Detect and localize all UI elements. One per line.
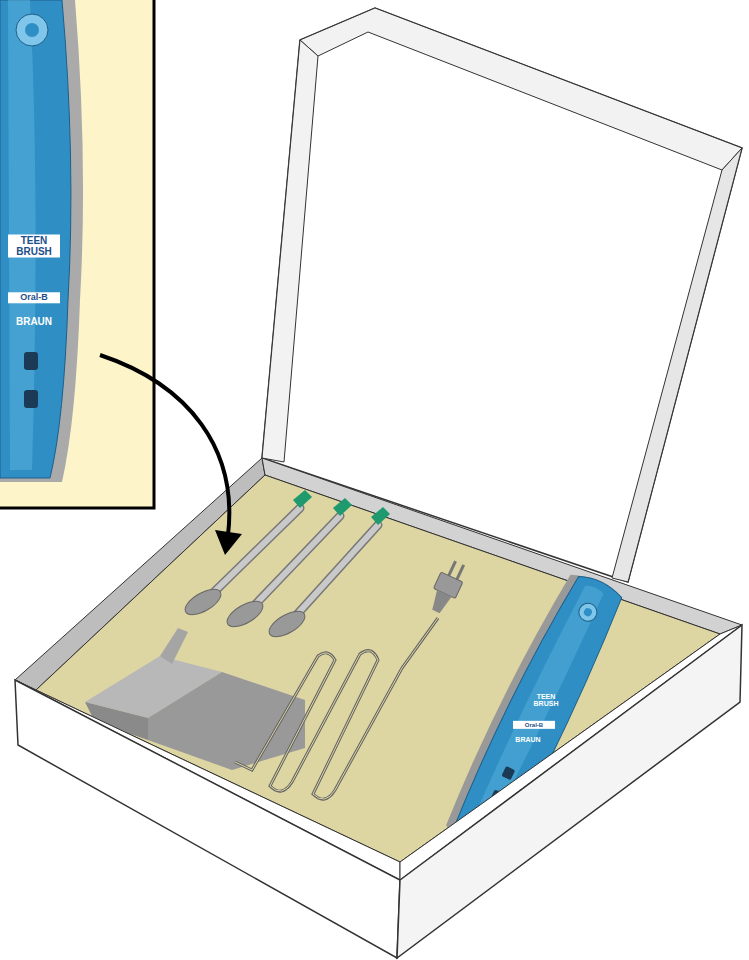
power-cord [235,618,438,799]
arrow-head [215,530,242,555]
product-label: TEEN BRUSH [525,692,567,709]
box-wall [15,680,400,958]
inset-button [24,352,38,370]
lid-flap [612,148,742,582]
inset-button [24,390,38,408]
charger-prong [160,628,188,664]
lid-flap [300,8,742,170]
plug [425,558,470,617]
product-label: TEEN BRUSH [8,235,60,258]
brand-logo: Oral-B [513,721,555,729]
inset-panel [0,0,154,508]
inset-power-button [16,14,48,46]
lid-flap [262,40,318,462]
inset-shadow [0,0,83,482]
power-cord-core [235,618,438,799]
pointer-arrow [100,355,229,535]
brand-logo: Oral-B [8,292,60,303]
box-wall [397,625,742,958]
inset-power-icon [25,23,39,37]
brush-heads [181,490,390,642]
brand-name: BRAUN [8,316,60,329]
brand-name: BRAUN [507,735,549,744]
inset-toothbrush [0,0,71,478]
